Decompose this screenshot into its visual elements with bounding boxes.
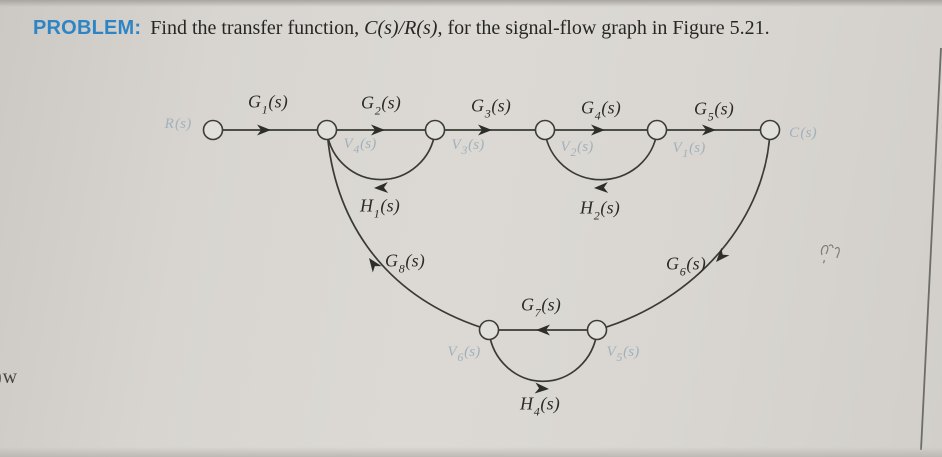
gain-label-h4: H4(s) bbox=[520, 393, 560, 419]
node-label-r: R(s) bbox=[164, 116, 192, 132]
node-v2 bbox=[534, 119, 556, 141]
h1-feedback-arc bbox=[326, 131, 436, 181]
node-r bbox=[202, 119, 224, 141]
arrow-g1 bbox=[257, 124, 271, 136]
arrow-h2 bbox=[594, 182, 609, 194]
node-v3 bbox=[424, 119, 446, 141]
arrow-g5 bbox=[702, 124, 716, 136]
h4-feedback-arc bbox=[488, 331, 598, 383]
arrow-g6 bbox=[716, 247, 730, 262]
arrowheads bbox=[257, 124, 730, 394]
problem-text-before: Find the transfer function, bbox=[150, 17, 365, 39]
cutoff-edge-text: )w bbox=[0, 366, 19, 388]
g6-branch-curve bbox=[596, 129, 771, 331]
problem-statement: PROBLEM: Find the transfer function, C(s)… bbox=[33, 17, 933, 40]
gain-label-g8: G8(s) bbox=[385, 250, 425, 276]
node-label-v6: V6(s) bbox=[447, 344, 481, 364]
gain-label-g5: G5(s) bbox=[694, 98, 734, 124]
node-v4 bbox=[316, 119, 338, 141]
arrow-g2 bbox=[371, 124, 385, 136]
gain-label-g4: G4(s) bbox=[581, 97, 621, 123]
node-label-v2: V2(s) bbox=[560, 139, 594, 159]
gain-label-g3: G3(s) bbox=[471, 95, 511, 121]
g8-branch-curve bbox=[326, 129, 490, 331]
gain-label-g1: G1(s) bbox=[248, 91, 288, 117]
problem-text-after: , for the signal-flow graph in Figure 5.… bbox=[437, 17, 770, 39]
gain-label-g6: G6(s) bbox=[666, 253, 706, 279]
arrow-g3 bbox=[478, 124, 492, 136]
page-edge-line bbox=[920, 47, 942, 451]
node-c bbox=[759, 119, 781, 141]
gain-label-g2: G2(s) bbox=[361, 92, 401, 118]
node-label-v1: V1(s) bbox=[672, 140, 706, 160]
arrow-g7 bbox=[536, 324, 550, 336]
arrow-g8 bbox=[369, 258, 382, 273]
arrow-h1 bbox=[374, 182, 389, 194]
node-label-c: C(s) bbox=[789, 125, 817, 141]
node-v1 bbox=[646, 119, 668, 141]
arrow-g4 bbox=[591, 124, 605, 136]
node-v6 bbox=[478, 319, 500, 341]
ink-smudge-mark bbox=[820, 244, 840, 264]
node-label-v3: V3(s) bbox=[451, 137, 485, 157]
node-label-v5: V5(s) bbox=[606, 344, 640, 364]
gain-label-g7: G7(s) bbox=[521, 294, 561, 320]
transfer-function-text: C(s)/R(s) bbox=[364, 17, 438, 39]
node-v5 bbox=[586, 319, 608, 341]
node-label-v4: V4(s) bbox=[343, 136, 377, 156]
gain-label-h2: H2(s) bbox=[580, 197, 620, 223]
h2-feedback-arc bbox=[544, 131, 658, 181]
problem-label: PROBLEM: bbox=[33, 17, 142, 39]
gain-label-h1: H1(s) bbox=[360, 195, 400, 221]
arrow-h4 bbox=[534, 382, 549, 394]
